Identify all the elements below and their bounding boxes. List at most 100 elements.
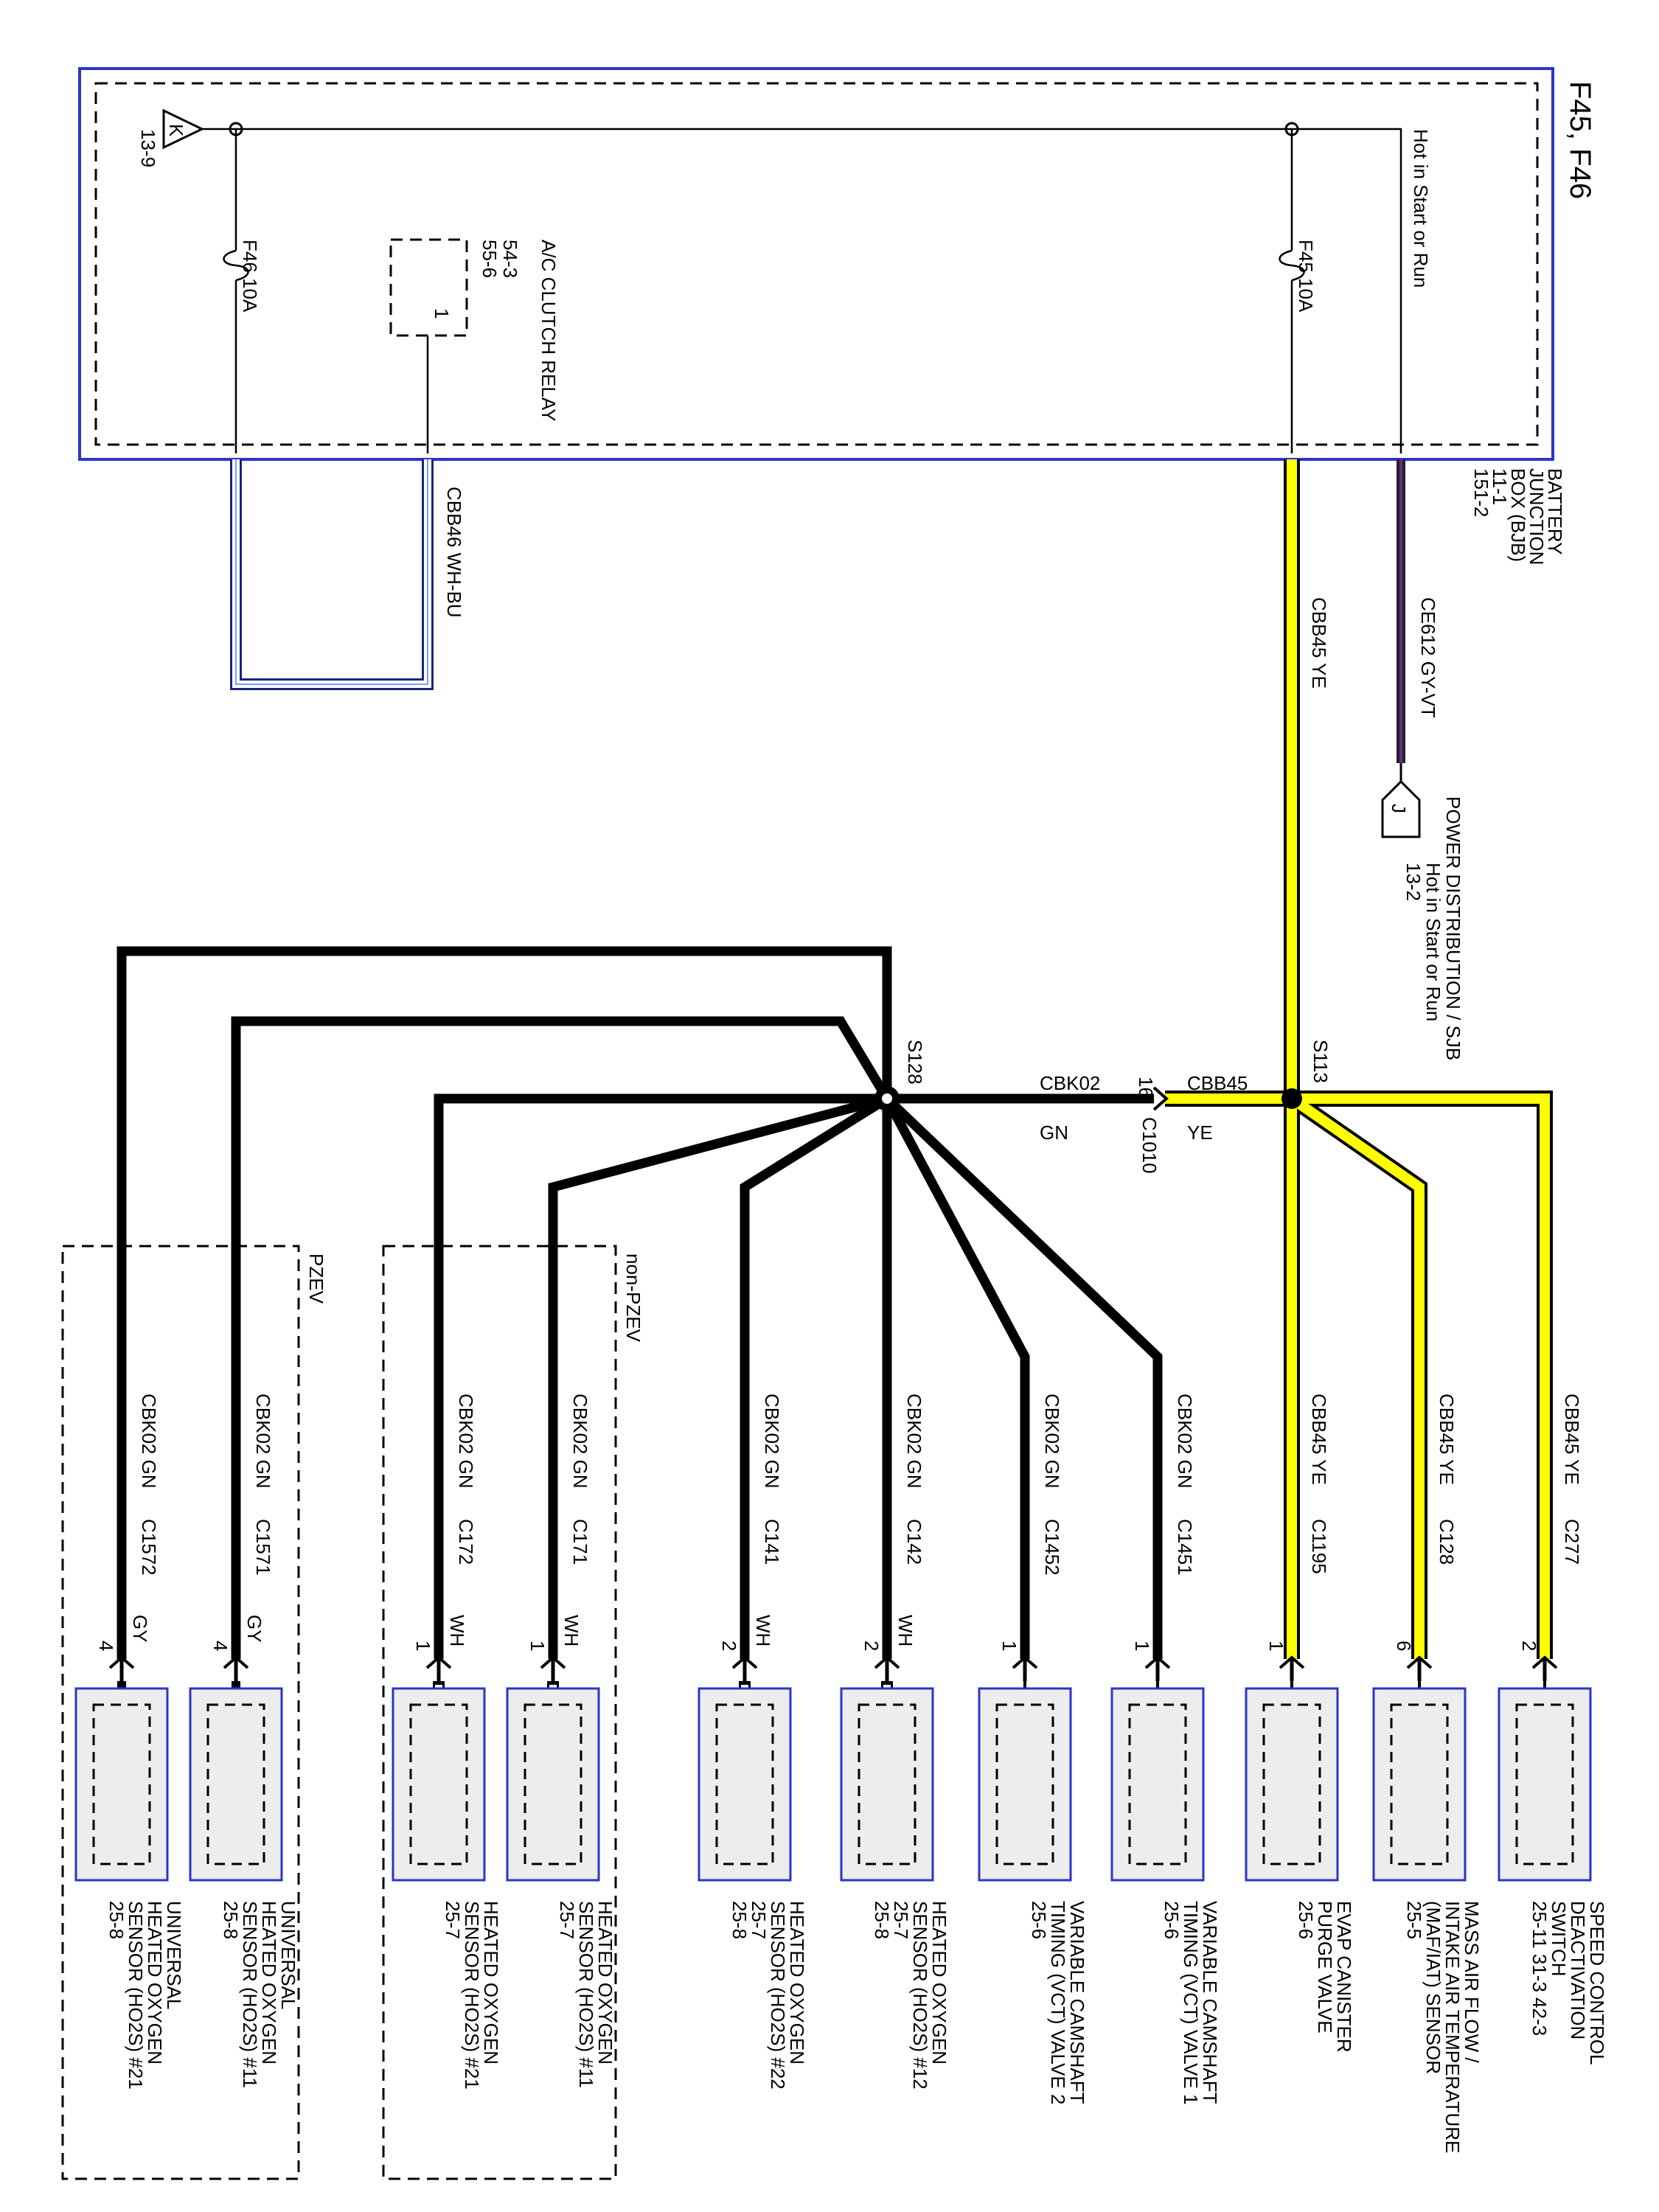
wire-label: CBK02 GN [138,1394,160,1489]
component-name-line: HEATED OXYGEN [144,1901,166,2065]
s128-splice-center [882,1093,892,1104]
component-name-line: TIMING (VCT) VALVE 2 [1047,1901,1069,2104]
component-name-line: SENSOR (HO2S) #22 [767,1901,789,2090]
pin-label: 2 [860,1641,883,1651]
pin-label: 1 [1265,1641,1287,1651]
component-inner-box [1128,1703,1187,1865]
wire-label: CBK02 GN [903,1394,925,1489]
connector-icon [108,1655,135,1669]
ye-top-label: YE [1187,1121,1213,1144]
connector-label: C277 [1561,1519,1583,1565]
component-name-line: VARIABLE CAMSHAFT [1199,1901,1221,2104]
ce612-label: CE612 GY-VT [1417,597,1439,718]
component-box [698,1687,792,1882]
connector-icon [425,1655,452,1669]
cbb46-wire [230,459,434,690]
pin-label: 1 [998,1641,1020,1651]
relay-ref-2: 55-6 [479,240,501,278]
gn-top-label: GN [1040,1121,1068,1144]
pin-label: 1 [412,1641,434,1651]
pigtail-label: WH [560,1615,582,1646]
component-box [978,1687,1072,1882]
wire-label: CBB45 YE [1308,1394,1330,1485]
component-inner-box [715,1703,774,1865]
connector-icon [223,1655,249,1669]
pin-label: 1 [526,1641,549,1651]
component-box [1245,1687,1339,1882]
component-inner-box [206,1703,265,1865]
component-name-line: 25-6 [1295,1901,1317,1939]
fuse-box-outer [78,67,1554,461]
bjb-ref-1: 11-1 [1489,468,1511,505]
component-name-line: SWITCH [1548,1901,1570,1977]
component-name-line: UNIVERSAL [163,1901,185,2009]
relay-ref-1: 54-3 [499,240,521,278]
pigtail-label: GY [243,1615,265,1643]
s113-label: S113 [1310,1040,1332,1083]
connector-label: C1195 [1308,1519,1330,1574]
f45-label: F45 10A [1295,240,1317,313]
pin-label: 4 [209,1641,232,1651]
pigtail-label: WH [446,1615,468,1646]
ref-j-letter: J [1388,804,1410,813]
component-name-line: HEATED OXYGEN [258,1901,280,2065]
bjb-name-2: JUNCTION [1526,468,1548,565]
component-inner-box [524,1703,582,1865]
fuse-box-bus [199,128,1402,453]
component-name-line: PURGE VALVE [1314,1901,1336,2034]
component-inner-box [409,1703,468,1865]
connector-label: C172 [455,1519,477,1565]
bus-node-f46 [229,122,243,136]
cbb46-wire-stripe [235,459,428,685]
pin-label: 2 [1518,1641,1540,1651]
f45-fuse-icon [1279,249,1305,282]
component-box [1498,1687,1592,1882]
f46-fuse-icon [223,249,249,282]
component-name-line: UNIVERSAL [277,1901,299,2009]
bjb-name-3: BOX (BJB) [1507,468,1529,562]
c1010-label: C1010 [1138,1117,1161,1174]
pigtail-label: GY [129,1615,151,1643]
component-box [840,1687,934,1882]
pin-label: 6 [1393,1641,1415,1651]
ref-j-flag-icon [1381,779,1421,838]
component-name-line: 25-11 31-3 42-3 [1528,1901,1551,2036]
c1010-connector-icon [1152,1086,1169,1111]
component-name-line: 25-7 [890,1901,912,1939]
connector-label: C141 [761,1519,783,1565]
power-dist-page: 13-2 [1402,863,1425,901]
component-name-line: SENSOR (HO2S) #21 [461,1901,483,2090]
connector-icon [1144,1655,1171,1669]
pin-label: 4 [95,1641,117,1651]
wire-label: CBB45 YE [1561,1394,1583,1485]
component-name-line: EVAP CANISTER [1333,1901,1355,2053]
component-box [189,1687,283,1882]
pigtail-label: WH [894,1615,917,1646]
bjb-ref-2: 151-2 [1470,468,1492,518]
component-inner-box [92,1703,151,1865]
connector-label: C1452 [1041,1519,1063,1576]
cbb46-label: CBB46 WH-BU [443,487,465,618]
component-name-line: TIMING (VCT) VALVE 1 [1180,1901,1202,2104]
component-inner-box [995,1703,1054,1865]
wire-label: CBK02 GN [252,1394,274,1489]
component-name-line: 25-7 [748,1901,770,1939]
diagram-title: F45, F46 [1564,81,1596,199]
component-name-line: 25-5 [1403,1901,1425,1939]
power-dist-hot: Hot in Start or Run [1422,863,1444,1021]
component-name-line: HEATED OXYGEN [594,1901,616,2065]
cbb45-main-label: CBB45 YE [1308,597,1330,689]
ref-k-page: 13-9 [137,129,159,167]
connector-label: C128 [1436,1519,1458,1565]
component-name-line: (MAF/IAT) SENSOR [1422,1901,1444,2074]
pin-label: 1 [1131,1641,1153,1651]
